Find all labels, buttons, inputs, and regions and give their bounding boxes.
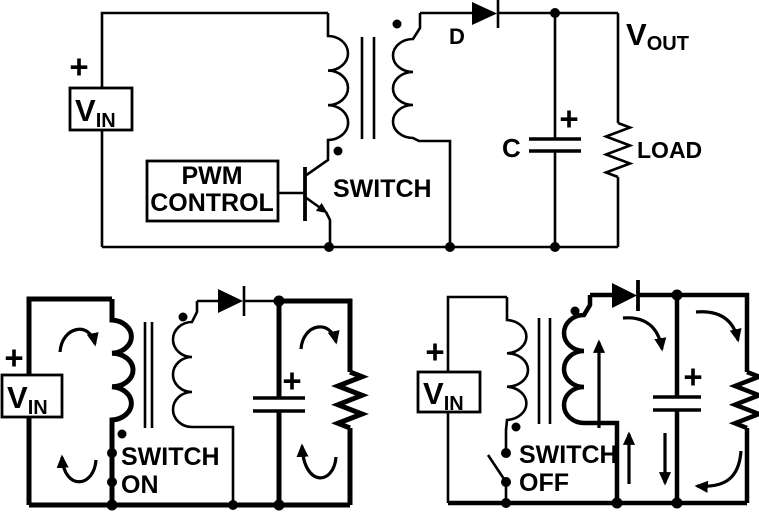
- vout-label: VOUT: [626, 17, 689, 55]
- wire-emitter: [324, 211, 332, 247]
- vin-plus-label: +: [69, 48, 88, 85]
- junction-dot: [550, 242, 560, 252]
- capacitor-icon: [529, 137, 581, 153]
- primary-winding-icon: [109, 299, 136, 505]
- open-switch-blade-icon: [486, 454, 508, 483]
- transistor-emitter-arrow-icon: [304, 195, 328, 214]
- switch-state-line2: OFF: [519, 469, 569, 497]
- diode-icon: [218, 289, 243, 313]
- capacitor-plus-label: +: [282, 362, 301, 399]
- vin-label: VIN: [7, 380, 48, 419]
- vin-source-box: [0, 373, 64, 419]
- capacitor-label: C: [502, 133, 521, 163]
- primary-polarity-dot-icon: [117, 429, 127, 439]
- capacitor-plus-label: +: [559, 100, 578, 137]
- vin-label: VIN: [423, 376, 464, 415]
- vin-plus-label: +: [425, 333, 444, 370]
- switch-on-circuit: + VIN SWITCH ON +: [0, 286, 369, 511]
- vin-label: VIN: [75, 93, 116, 132]
- main-circuit: + VIN PWM CONTROL SWITCH D VOUT C + LOAD: [68, 0, 702, 252]
- transformer-core-icon: [360, 37, 376, 139]
- current-arrow-icon: [296, 443, 338, 480]
- pwm-label-line2: CONTROL: [150, 189, 274, 217]
- diode-label: D: [449, 24, 465, 49]
- current-arrow-icon: [695, 310, 742, 343]
- capacitor-icon: [253, 396, 305, 413]
- wire-left-loop: [26, 296, 112, 505]
- junction-dot: [501, 498, 511, 508]
- diode-icon: [612, 283, 637, 308]
- vin-plus-label: +: [4, 339, 23, 376]
- junction-dot: [228, 500, 238, 510]
- junction-dot: [106, 499, 118, 511]
- current-arrow-icon: [58, 327, 99, 353]
- wire-output-top: [279, 298, 353, 372]
- pwm-control-box: [145, 159, 280, 223]
- switch-state-line2: ON: [121, 471, 159, 499]
- current-arrow-icon: [622, 316, 667, 352]
- transformer-core-icon: [537, 318, 552, 424]
- load-label: LOAD: [637, 137, 702, 163]
- junction-dot: [445, 242, 455, 252]
- junction-dot: [611, 497, 623, 509]
- current-arrow-icon: [694, 450, 743, 493]
- junction-dot: [550, 8, 560, 18]
- secondary-polarity-dot-icon: [178, 312, 188, 322]
- load-resistor-icon: [331, 369, 369, 431]
- wire-top-rail-left: [100, 11, 328, 88]
- pwm-label-line1: PWM: [181, 162, 242, 190]
- capacitor-plus-label: +: [683, 358, 702, 395]
- primary-polarity-dot-icon: [511, 422, 521, 432]
- wire-left-loop: [446, 295, 507, 503]
- diode-icon: [472, 2, 497, 25]
- switch-contact-dot: [107, 477, 117, 487]
- secondary-winding-icon: [561, 295, 620, 503]
- switch-off-circuit: + VIN SWITCH OFF +: [416, 280, 759, 509]
- secondary-winding-icon: [171, 301, 235, 505]
- wire-output-top: [677, 292, 750, 372]
- junction-dot: [273, 295, 285, 307]
- switch-label: SWITCH: [333, 175, 432, 203]
- current-arrow-icon: [299, 325, 340, 350]
- vin-source-box: [416, 370, 482, 414]
- capacitor-icon: [653, 395, 701, 412]
- switch-contact-dot: [501, 448, 511, 458]
- primary-polarity-dot-icon: [333, 146, 343, 156]
- junction-dot: [324, 242, 334, 252]
- load-resistor-icon: [728, 369, 759, 431]
- junction-dot: [671, 497, 683, 509]
- current-arrow-icon: [56, 454, 98, 484]
- transformer-core-icon: [143, 322, 154, 428]
- junction-dot: [671, 289, 683, 301]
- switch-contact-dot: [107, 448, 117, 458]
- vin-source-box: [68, 86, 134, 132]
- junction-dot: [273, 499, 285, 511]
- primary-winding-icon: [304, 13, 350, 178]
- load-resistor-icon: [602, 121, 634, 179]
- secondary-polarity-dot-icon: [570, 306, 580, 316]
- secondary-polarity-dot-icon: [392, 19, 402, 29]
- primary-winding-icon: [504, 297, 530, 453]
- secondary-winding-icon: [391, 13, 452, 247]
- switch-state-line1: SWITCH: [121, 443, 220, 471]
- switch-state-line1: SWITCH: [519, 441, 618, 469]
